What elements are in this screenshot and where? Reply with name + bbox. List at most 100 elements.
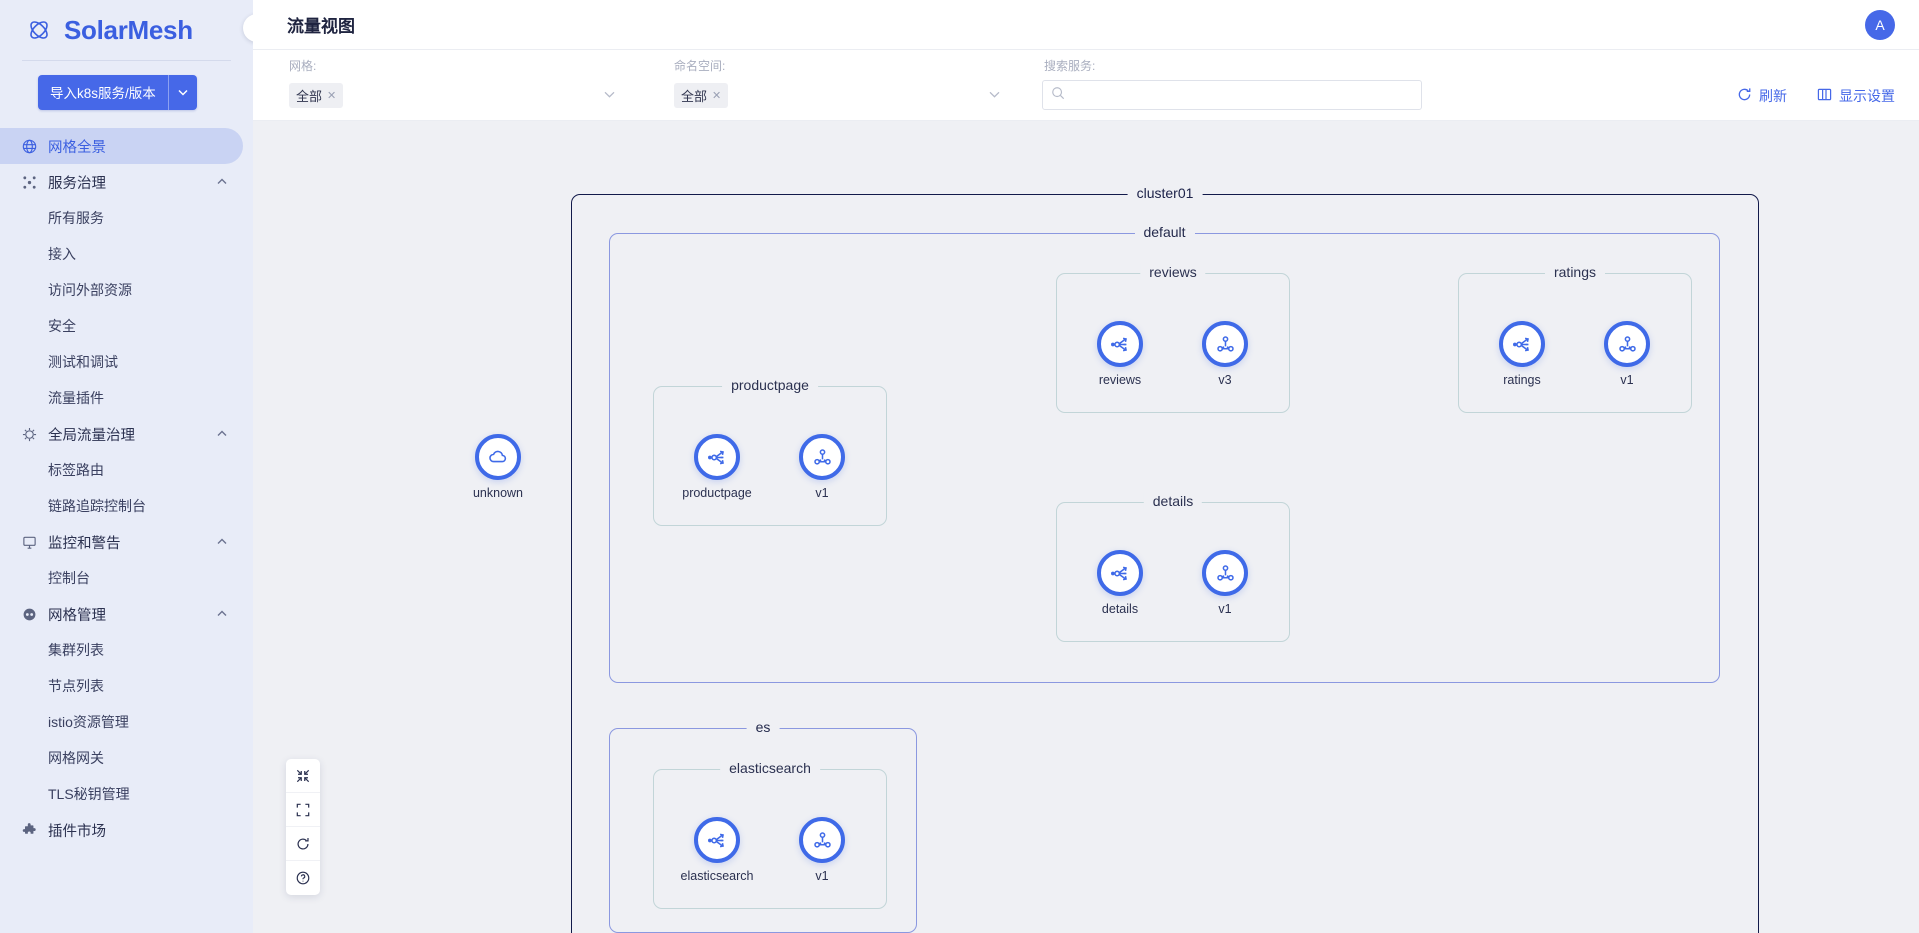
sidebar-item-plugin-market[interactable]: 插件市场	[0, 812, 253, 848]
close-icon[interactable]: ✕	[327, 89, 337, 102]
help-button[interactable]	[286, 861, 320, 895]
graph-node-elasticsearch-service[interactable]: elasticsearch	[681, 817, 753, 883]
chevron-up-icon[interactable]	[217, 429, 227, 440]
group-title: productpage	[722, 377, 818, 393]
node-label: v3	[1218, 373, 1232, 387]
sidebar-collapse-button[interactable]	[243, 14, 253, 42]
workload-node-icon	[813, 448, 831, 465]
chevron-up-icon[interactable]	[217, 537, 227, 548]
sidebar-item-istio-resources[interactable]: istio资源管理	[0, 704, 253, 740]
node-label: details	[1101, 602, 1139, 616]
close-icon[interactable]: ✕	[712, 89, 722, 102]
service-search-field: 搜索服务:	[1042, 59, 1422, 110]
mesh-select[interactable]: 全部 ✕	[287, 80, 617, 110]
node-label: reviews	[1098, 373, 1142, 387]
namespace-selected-value: 全部	[681, 88, 708, 104]
graph-node-elasticsearch-v1[interactable]: v1	[799, 817, 845, 883]
sidebar-item-tls-key-management[interactable]: TLS秘钥管理	[0, 776, 253, 812]
sidebar-item-label: 安全	[48, 318, 76, 334]
sidebar-item-label: 访问外部资源	[48, 282, 132, 298]
graph-node-reviews-service[interactable]: reviews	[1097, 321, 1143, 387]
sidebar-item-label: 网格管理	[48, 607, 106, 624]
brand[interactable]: SolarMesh	[0, 0, 253, 60]
graph-node-unknown[interactable]: unknown	[473, 434, 523, 500]
sidebar-item-label: 控制台	[48, 570, 90, 586]
sidebar-item-label: 网格全景	[48, 139, 106, 156]
sidebar-item-service-governance[interactable]: 服务治理	[0, 164, 253, 200]
sidebar-item-label: 集群列表	[48, 642, 104, 658]
sidebar-item-console[interactable]: 控制台	[0, 560, 253, 596]
graph-node-productpage-service[interactable]: productpage	[682, 434, 752, 500]
service-governance-icon	[18, 175, 40, 190]
node-label: v1	[1218, 602, 1232, 616]
graph-node-details-service[interactable]: details	[1097, 550, 1143, 616]
sidebar-item-tracing-console[interactable]: 链路追踪控制台	[0, 488, 253, 524]
sidebar-item-label-routing[interactable]: 标签路由	[0, 452, 253, 488]
fullscreen-button[interactable]	[286, 793, 320, 827]
chevron-up-icon[interactable]	[217, 609, 227, 620]
sidebar-item-mesh-management[interactable]: 网格管理	[0, 596, 253, 632]
graph-group-productpage[interactable]: productpage	[653, 377, 887, 526]
namespace-select[interactable]: 全部 ✕	[672, 80, 1002, 110]
sidebar-item-mesh-overview[interactable]: 网格全景	[0, 128, 243, 164]
graph-node-productpage-v1[interactable]: v1	[799, 434, 845, 500]
node-ring	[1097, 321, 1143, 367]
sidebar-item-ingress[interactable]: 接入	[0, 236, 253, 272]
node-ring	[694, 817, 740, 863]
sidebar-item-test-and-debug[interactable]: 测试和调试	[0, 344, 253, 380]
graph-group-details[interactable]: details	[1056, 493, 1290, 642]
namespace-selected-tag[interactable]: 全部 ✕	[674, 82, 729, 108]
reset-layout-button[interactable]	[286, 827, 320, 861]
cloud-icon	[489, 450, 507, 463]
workload-node-icon	[1618, 335, 1636, 352]
mesh-selected-tag[interactable]: 全部 ✕	[289, 82, 344, 108]
search-input[interactable]	[1071, 87, 1413, 103]
avatar[interactable]: A	[1865, 9, 1895, 40]
sidebar-item-label: 全局流量治理	[48, 427, 135, 444]
workload-node-icon	[1216, 564, 1234, 581]
graph-group-reviews[interactable]: reviews	[1056, 264, 1290, 413]
graph-group-cluster01[interactable]: cluster01	[571, 185, 1759, 933]
sidebar-item-monitoring-and-alerts[interactable]: 监控和警告	[0, 524, 253, 560]
traffic-graph-canvas[interactable]: cluster01 default productpage reviews ra…	[253, 121, 1919, 933]
import-k8s-service-button[interactable]: 导入k8s服务/版本	[38, 75, 197, 110]
node-ring	[799, 434, 845, 480]
sidebar-item-mesh-gateway[interactable]: 网格网关	[0, 740, 253, 776]
sidebar-item-all-services[interactable]: 所有服务	[0, 200, 253, 236]
fit-inward-button[interactable]	[286, 759, 320, 793]
sidebar-item-node-list[interactable]: 节点列表	[0, 668, 253, 704]
workload-node-icon	[1216, 335, 1234, 352]
sidebar-item-traffic-plugins[interactable]: 流量插件	[0, 380, 253, 416]
refresh-button[interactable]: 刷新	[1737, 86, 1787, 106]
brand-name: SolarMesh	[64, 14, 193, 45]
graph-group-ratings[interactable]: ratings	[1458, 264, 1692, 413]
sidebar-item-cluster-list[interactable]: 集群列表	[0, 632, 253, 668]
sidebar-item-security[interactable]: 安全	[0, 308, 253, 344]
sidebar: SolarMesh 导入k8s服务/版本 网格全景	[0, 0, 253, 933]
chevron-down-icon[interactable]	[604, 89, 615, 101]
graph-node-details-v1[interactable]: v1	[1202, 550, 1248, 616]
service-node-icon	[1110, 337, 1127, 351]
sidebar-item-external-resources[interactable]: 访问外部资源	[0, 272, 253, 308]
topbar: 流量视图 A	[253, 0, 1919, 50]
search-icon	[1051, 86, 1065, 105]
node-label: v1	[815, 869, 829, 883]
graph-group-default[interactable]: default	[609, 224, 1720, 683]
chevron-up-icon[interactable]	[217, 177, 227, 188]
graph-node-ratings-v1[interactable]: v1	[1604, 321, 1650, 387]
display-settings-button[interactable]: 显示设置	[1817, 86, 1895, 106]
graph-group-elasticsearch[interactable]: elasticsearch	[653, 760, 887, 909]
sidebar-item-label: 接入	[48, 246, 76, 262]
sidebar-item-label: 服务治理	[48, 175, 106, 192]
graph-toolbar	[286, 759, 320, 895]
graph-node-reviews-v3[interactable]: v3	[1202, 321, 1248, 387]
chevron-down-icon[interactable]	[989, 89, 1000, 101]
reload-icon	[297, 837, 309, 849]
sidebar-item-label: 链路追踪控制台	[48, 498, 146, 514]
search-box[interactable]	[1042, 80, 1422, 110]
graph-node-ratings-service[interactable]: ratings	[1499, 321, 1545, 387]
node-label: productpage	[682, 486, 752, 500]
sidebar-item-global-traffic-governance[interactable]: 全局流量治理	[0, 416, 253, 452]
mesh-admin-icon	[18, 607, 40, 622]
chevron-down-icon[interactable]	[169, 75, 197, 110]
